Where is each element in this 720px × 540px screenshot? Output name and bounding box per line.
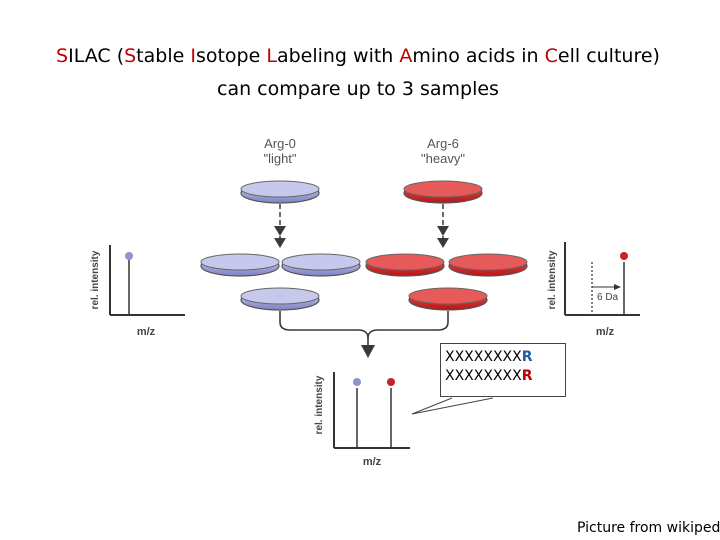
title-segment: ell culture) xyxy=(557,45,660,67)
title-line-1: SILAC (Stable Isotope Labeling with Amin… xyxy=(0,40,716,72)
heavy-label-name: Arg-6 xyxy=(427,136,459,151)
heavy-peak-point xyxy=(620,252,628,260)
heavy-source-dish xyxy=(403,180,483,204)
light-spectrum: rel. intensity m/z xyxy=(90,245,185,338)
heavy-spectrum-y-label: rel. intensity xyxy=(547,250,558,309)
mass-shift-label: 6 Da xyxy=(597,292,619,303)
combined-light-point xyxy=(353,378,361,386)
light-dish-3 xyxy=(240,287,320,311)
title-segment: I xyxy=(190,45,196,67)
title-segment: S xyxy=(124,45,137,67)
title-segment: mino acids in xyxy=(412,45,545,67)
heavy-label-desc: "heavy" xyxy=(421,151,465,166)
combined-spectrum: rel. intensity m/z xyxy=(314,372,410,468)
title-segment: C xyxy=(544,45,558,67)
title-line-2: can compare up to 3 samples xyxy=(217,78,499,100)
combined-heavy-point xyxy=(387,378,395,386)
heavy-arginine-marker: R xyxy=(521,368,533,384)
sequence-callout: XXXXXXXXR XXXXXXXXR xyxy=(440,343,566,397)
light-spectrum-x-label: m/z xyxy=(137,326,156,338)
title-segment: table xyxy=(136,45,191,67)
heavy-peptide-sequence: XXXXXXXXR xyxy=(445,368,533,384)
light-source-dish xyxy=(240,180,320,204)
light-feed-arrow xyxy=(274,204,286,248)
heavy-dish-3 xyxy=(408,287,488,311)
title-segment: L xyxy=(266,45,277,67)
title-segment: S xyxy=(56,45,69,67)
combined-spectrum-y-label: rel. intensity xyxy=(314,375,325,434)
heavy-dish-2 xyxy=(448,253,528,277)
image-credit: Picture from wikipedi xyxy=(577,520,720,536)
callout-pointer xyxy=(411,397,494,415)
heavy-dish-1 xyxy=(365,253,445,277)
light-dish-1 xyxy=(200,253,280,277)
light-peak-point xyxy=(125,252,133,260)
title-segment: abeling with xyxy=(276,45,400,67)
light-label-desc: "light" xyxy=(263,151,296,166)
combined-spectrum-x-label: m/z xyxy=(363,456,382,468)
merge-connector xyxy=(279,311,449,346)
light-peptide-sequence: XXXXXXXXR xyxy=(445,349,533,365)
heavy-spectrum-x-label: m/z xyxy=(596,326,615,338)
heavy-feed-arrow xyxy=(437,204,449,248)
title-segment: A xyxy=(399,45,413,67)
light-spectrum-y-label: rel. intensity xyxy=(90,250,101,309)
merge-arrow-head xyxy=(361,345,375,358)
title-segment: sotope xyxy=(195,45,267,67)
light-label-name: Arg-0 xyxy=(264,136,296,151)
heavy-spectrum: 6 Da rel. intensity m/z xyxy=(547,242,640,338)
light-dish-2 xyxy=(281,253,361,277)
title-segment: ILAC ( xyxy=(68,45,125,67)
light-arginine-marker: R xyxy=(521,349,533,365)
